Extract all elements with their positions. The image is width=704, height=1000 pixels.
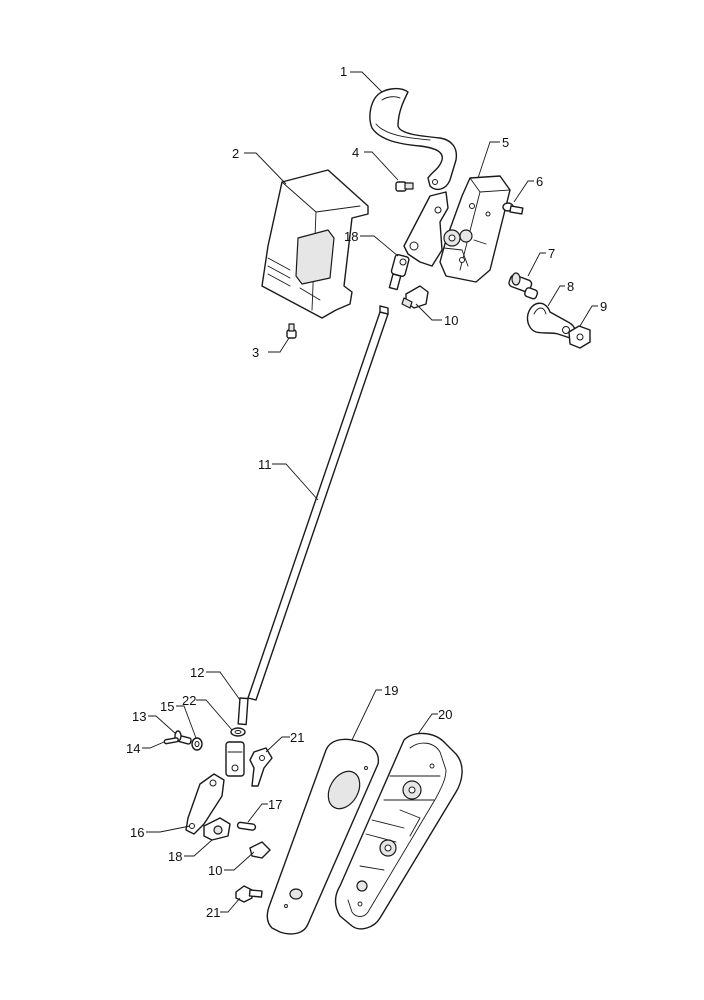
part-8-clamp — [526, 302, 576, 339]
callout-7: 7 — [548, 246, 555, 261]
callout-18b: 18 — [168, 849, 182, 864]
part-4-bolt — [395, 181, 414, 192]
leader-9 — [579, 305, 598, 327]
callout-16: 16 — [130, 825, 144, 840]
leader-5 — [477, 141, 500, 179]
callout-21b: 21 — [206, 905, 220, 920]
leader-4 — [364, 151, 399, 181]
leader-lines — [142, 71, 598, 913]
part-5-latch — [403, 175, 511, 283]
leader-8 — [547, 285, 565, 307]
part-17-pin — [236, 821, 257, 831]
part-3-screw — [286, 323, 297, 339]
callout-1: 1 — [340, 64, 347, 79]
leader-19 — [351, 689, 382, 741]
callout-15: 15 — [160, 699, 174, 714]
leader-10a — [415, 303, 442, 321]
callout-5: 5 — [502, 135, 509, 150]
part-14-pin — [163, 737, 179, 745]
leader-13 — [148, 715, 177, 735]
leader-7 — [527, 252, 546, 277]
leader-20 — [417, 713, 438, 735]
leader-18a — [360, 235, 399, 257]
part-20-housing — [334, 732, 463, 930]
callout-labels: 1 2 3 4 5 6 7 8 9 10 11 12 13 14 15 16 1… — [126, 64, 607, 920]
callout-2: 2 — [232, 146, 239, 161]
part-22-ring — [230, 727, 246, 737]
leader-2 — [244, 152, 287, 185]
callout-4: 4 — [352, 145, 359, 160]
part-21-bolt-lower — [235, 885, 263, 903]
callout-17: 17 — [268, 797, 282, 812]
leader-15 — [176, 705, 197, 739]
leader-18b — [184, 839, 213, 857]
part-10-clip-top — [401, 285, 429, 309]
part-18-joint-lower — [203, 817, 231, 841]
part-18-ball-joint-top — [388, 253, 410, 291]
part-9-nut — [568, 325, 591, 349]
callout-18a: 18 — [344, 229, 358, 244]
part-2-cover — [261, 169, 369, 319]
callout-10b: 10 — [208, 863, 222, 878]
callout-21a: 21 — [290, 730, 304, 745]
callout-22: 22 — [182, 693, 196, 708]
leader-12 — [206, 671, 241, 701]
callout-8: 8 — [567, 279, 574, 294]
part-11-rod — [247, 305, 389, 701]
callout-11: 11 — [258, 457, 272, 472]
callout-12: 12 — [190, 665, 204, 680]
leader-17 — [247, 803, 268, 823]
leader-1 — [350, 71, 383, 93]
leader-16 — [146, 825, 191, 833]
leader-11 — [272, 463, 319, 501]
leader-6 — [513, 180, 534, 203]
part-16-lever-plate — [185, 773, 225, 835]
part-12-rod-end — [237, 697, 249, 726]
callout-13: 13 — [132, 709, 146, 724]
leader-14 — [142, 741, 165, 749]
callout-3: 3 — [252, 345, 259, 360]
part-7-striker-pin — [508, 272, 539, 300]
callout-9: 9 — [600, 299, 607, 314]
callout-20: 20 — [438, 707, 452, 722]
part-21-clip-upper — [249, 747, 273, 787]
leader-22 — [196, 699, 233, 731]
callout-6: 6 — [536, 174, 543, 189]
callout-10a: 10 — [444, 313, 458, 328]
leader-10b — [224, 851, 255, 871]
leader-21a — [265, 736, 290, 753]
part-15-washer — [191, 737, 203, 751]
part-10-clip-lower — [249, 841, 271, 859]
callout-19: 19 — [384, 683, 398, 698]
part-joint-lower — [225, 741, 245, 777]
part-1-curved-bracket — [369, 87, 458, 191]
leader-21b — [220, 897, 241, 913]
callout-14: 14 — [126, 741, 140, 756]
part-6-screw — [502, 202, 524, 215]
leader-3 — [268, 337, 290, 353]
part-19-plate — [266, 738, 380, 935]
